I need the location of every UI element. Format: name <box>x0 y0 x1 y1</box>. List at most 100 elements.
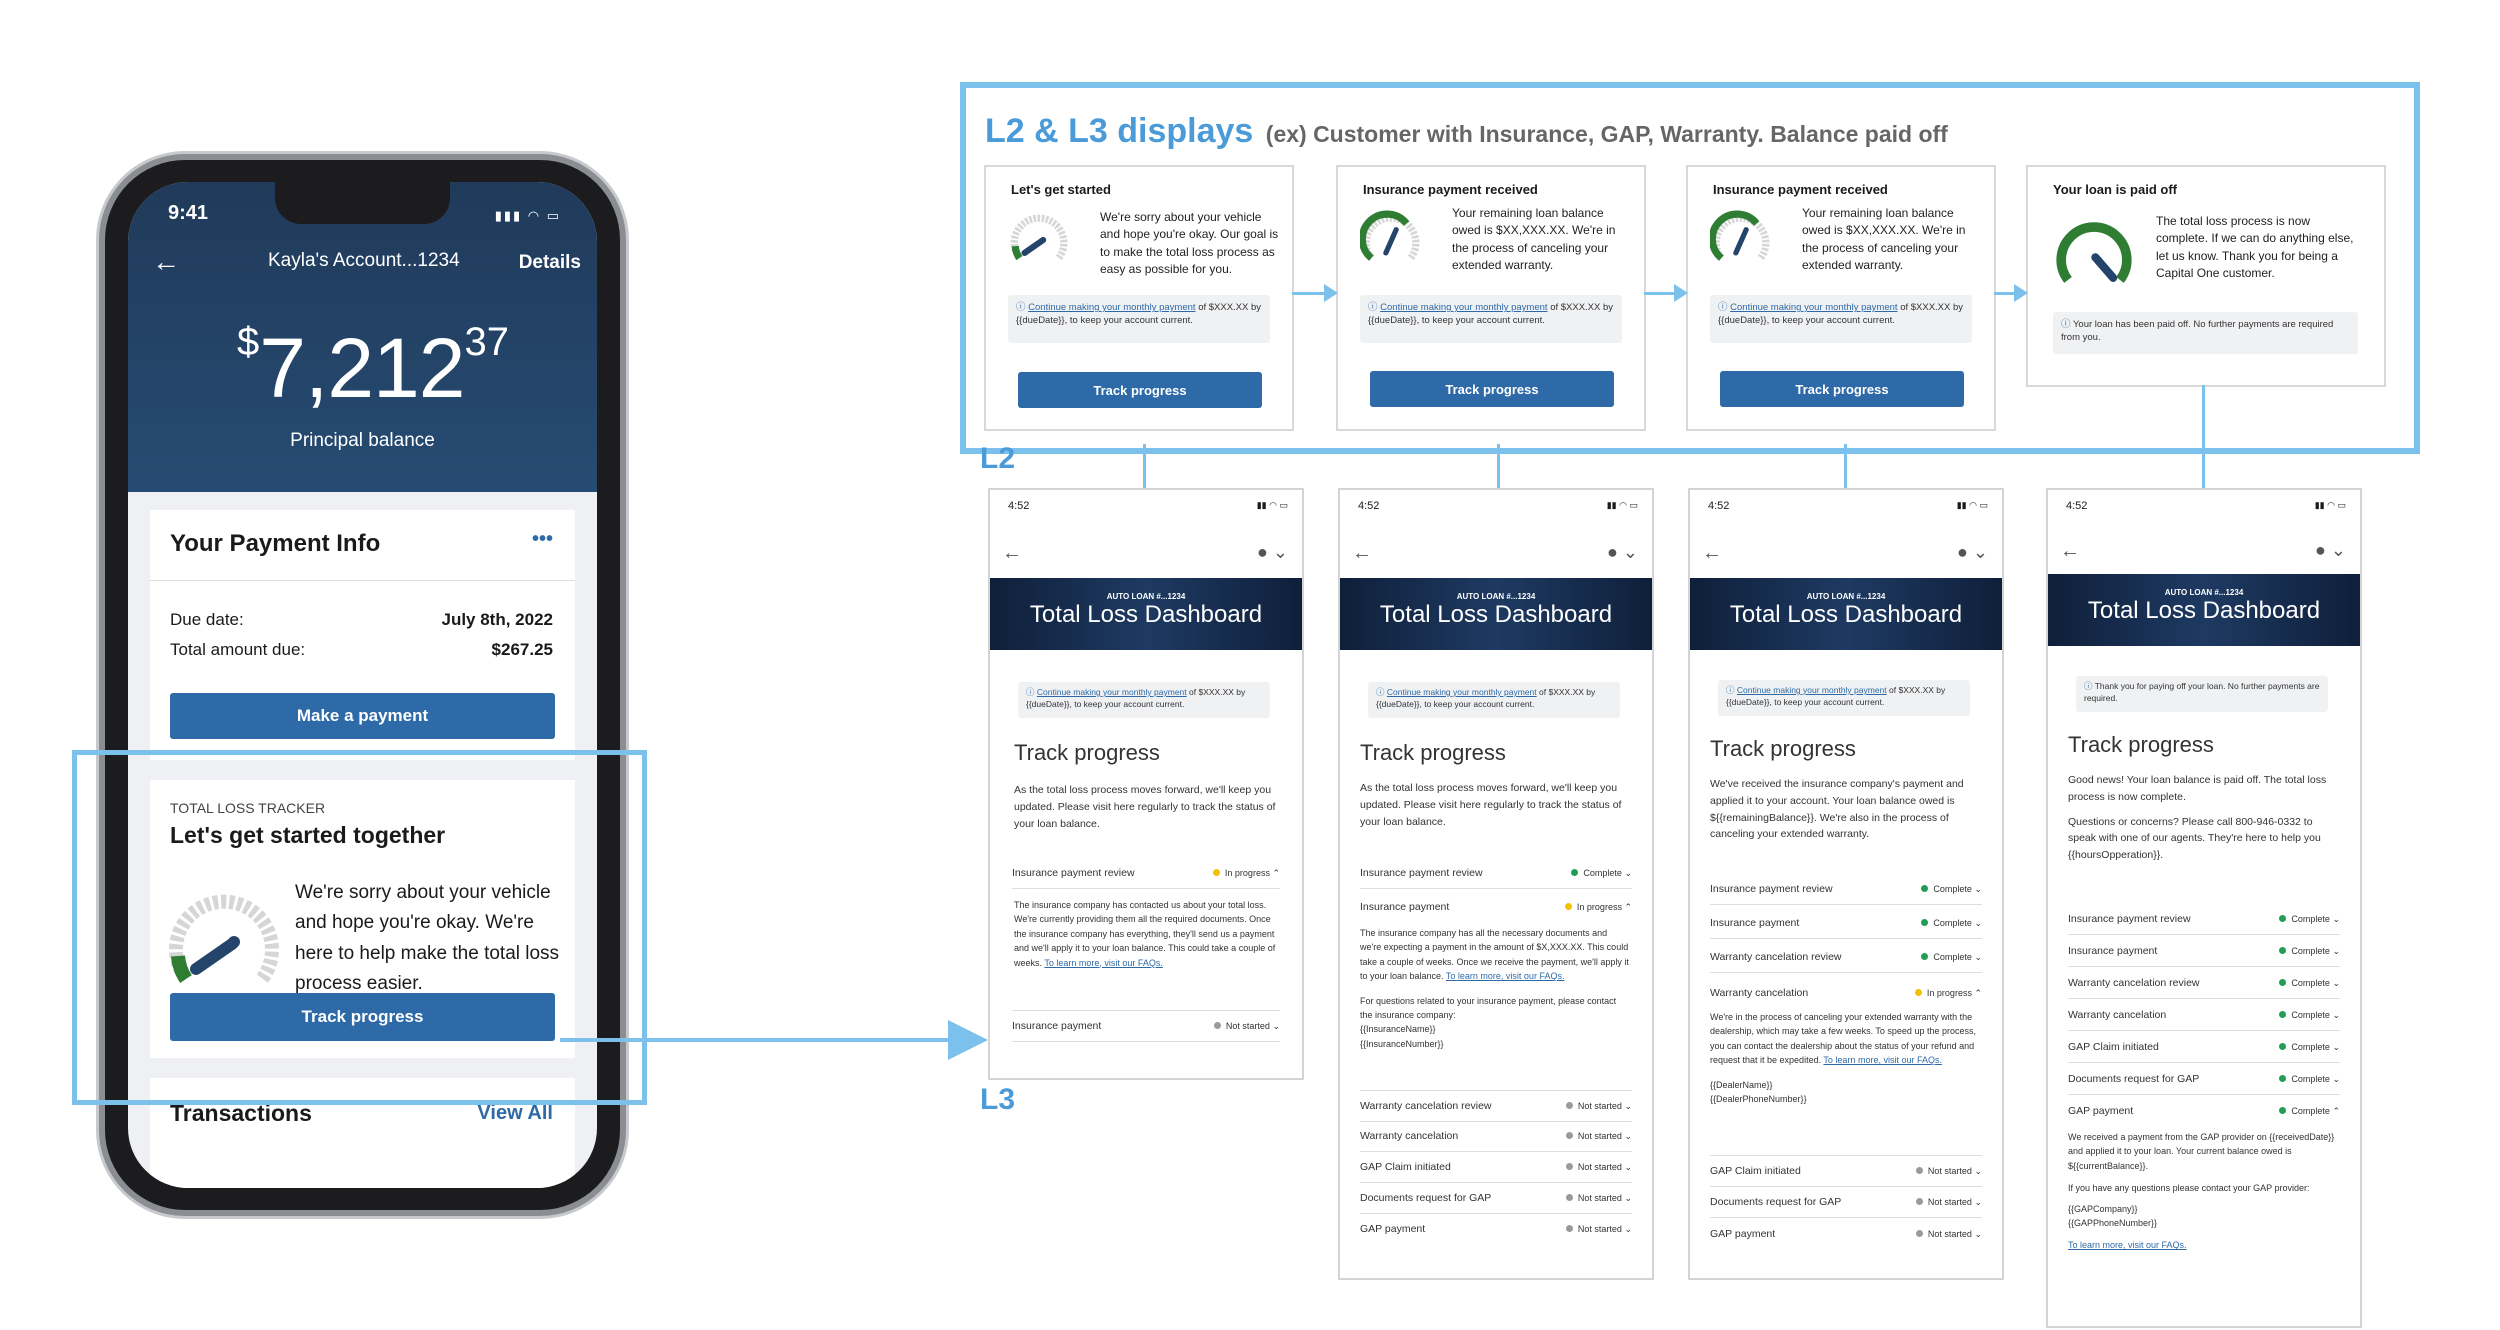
l2-card-4: Your loan is paid off The total loss pro… <box>2026 165 2386 387</box>
step-label: Insurance payment <box>1710 917 1800 929</box>
more-icon[interactable]: ••• <box>531 528 553 550</box>
step-status: Complete <box>2291 945 2330 956</box>
step-label: GAP payment <box>1360 1223 1426 1235</box>
payment-link[interactable]: Continue making your monthly payment <box>1036 687 1187 697</box>
total-due-value: $267.25 <box>491 640 553 659</box>
payment-link[interactable]: Continue making your monthly payment <box>1380 302 1548 313</box>
connector <box>1143 444 1146 488</box>
profile-icon[interactable]: ● ⌄ <box>1957 542 1988 562</box>
status-dot <box>1213 1021 1221 1029</box>
payment-link[interactable]: Continue making your monthly payment <box>1028 302 1196 313</box>
view-all-link[interactable]: View All <box>477 1102 553 1124</box>
gauge-icon <box>169 894 279 984</box>
status-dot <box>1565 1101 1573 1109</box>
note-text: of $XXX.XX by {{dueDate}}, to keep your … <box>1726 685 1946 707</box>
status-dot <box>1565 1224 1573 1232</box>
step-status: Complete <box>2291 1105 2330 1116</box>
status-icons: ▮▮ ◠ ▭ <box>2314 500 2346 510</box>
dashboard-header: AUTO LOAN #...1234 Total Loss Dashboard <box>1340 578 1652 650</box>
total-due-label: Total amount due: <box>170 640 306 659</box>
flow-arrow <box>1292 292 1334 295</box>
back-arrow-icon[interactable]: ← <box>2060 540 2080 562</box>
step-status: Complete <box>2291 1009 2330 1020</box>
loan-kicker: AUTO LOAN #...1234 <box>1456 592 1536 601</box>
back-arrow-icon[interactable]: ← <box>1002 542 1022 564</box>
profile-icon[interactable]: ● ⌄ <box>1257 542 1288 562</box>
payment-note: ⓘ Continue making your monthly payment o… <box>1368 682 1620 718</box>
details-link[interactable]: Details <box>518 252 581 273</box>
step-detail: The insurance company has contacted us a… <box>1014 898 1276 970</box>
contact-text: Questions or concerns? Please call 800-9… <box>2068 815 2321 862</box>
status-dot <box>1212 868 1220 876</box>
back-arrow-icon[interactable]: ← <box>1352 542 1372 564</box>
profile-icon[interactable]: ● ⌄ <box>1607 542 1638 562</box>
step-status: In progress <box>1576 901 1622 912</box>
faq-link[interactable]: To learn more, visit our FAQs. <box>1445 971 1565 982</box>
dashboard-title: Total Loss Dashboard <box>1029 601 1263 628</box>
step-status: Not started <box>1927 1165 1972 1176</box>
faq-link[interactable]: To learn more, visit our FAQs. <box>2068 1240 2187 1251</box>
l2-track-progress-button[interactable]: Track progress <box>1720 371 1964 407</box>
note-text: of $XXX.XX by {{dueDate}}, to keep your … <box>1376 687 1596 709</box>
track-progress-button[interactable]: Track progress <box>170 993 555 1041</box>
status-dot <box>2279 914 2287 922</box>
step-label: GAP Claim initiated <box>1710 1165 1801 1177</box>
faq-link[interactable]: To learn more, visit our FAQs. <box>1823 1055 1942 1066</box>
step-label: Documents request for GAP <box>2068 1073 2200 1085</box>
l2-track-progress-button[interactable]: Track progress <box>1018 372 1262 408</box>
tracker-highlight <box>72 750 647 1105</box>
step-status: Complete <box>1933 883 1972 894</box>
step-status: Not started <box>1927 1196 1972 1207</box>
balance-cents: 37 <box>464 320 509 364</box>
profile-icon[interactable]: ● ⌄ <box>2315 540 2346 560</box>
tracker-title: Let's get started together <box>170 822 446 848</box>
step-label: Insurance payment <box>1360 901 1450 913</box>
track-progress-intro: We've received the insurance company's p… <box>1710 778 1964 841</box>
l2-card-title: Your loan is paid off <box>2053 182 2177 197</box>
status-dot <box>1565 1131 1573 1139</box>
status-time: 4:52 <box>1708 500 1730 512</box>
back-arrow-icon[interactable]: ← <box>152 246 180 277</box>
status-icons: ▮▮ ◠ ▭ <box>1256 500 1288 510</box>
payment-link[interactable]: Continue making your monthly payment <box>1730 302 1898 313</box>
step-label: Insurance payment review <box>1012 867 1135 879</box>
status-icons: ▮▮▮ ◠ ▭ <box>494 208 561 223</box>
balance-whole: 7,212 <box>259 321 465 415</box>
dashboard-header: AUTO LOAN #...1234 Total Loss Dashboard <box>990 578 1302 650</box>
step-label: Insurance payment review <box>2068 913 2191 925</box>
faq-link[interactable]: To learn more, visit our FAQs. <box>1044 957 1163 968</box>
step-status: Not started <box>1577 1130 1622 1141</box>
gauge-icon <box>1360 210 1420 261</box>
back-arrow-icon[interactable]: ← <box>1702 542 1722 564</box>
payment-link[interactable]: Continue making your monthly payment <box>1386 687 1537 697</box>
payment-link[interactable]: Continue making your monthly payment <box>1736 685 1887 695</box>
step-label: GAP Claim initiated <box>2068 1041 2159 1053</box>
payment-card-title: Your Payment Info <box>170 530 381 557</box>
l2-track-progress-button[interactable]: Track progress <box>1370 371 1614 407</box>
make-payment-button[interactable]: Make a payment <box>170 693 555 739</box>
step-status: Complete <box>2291 1073 2330 1084</box>
